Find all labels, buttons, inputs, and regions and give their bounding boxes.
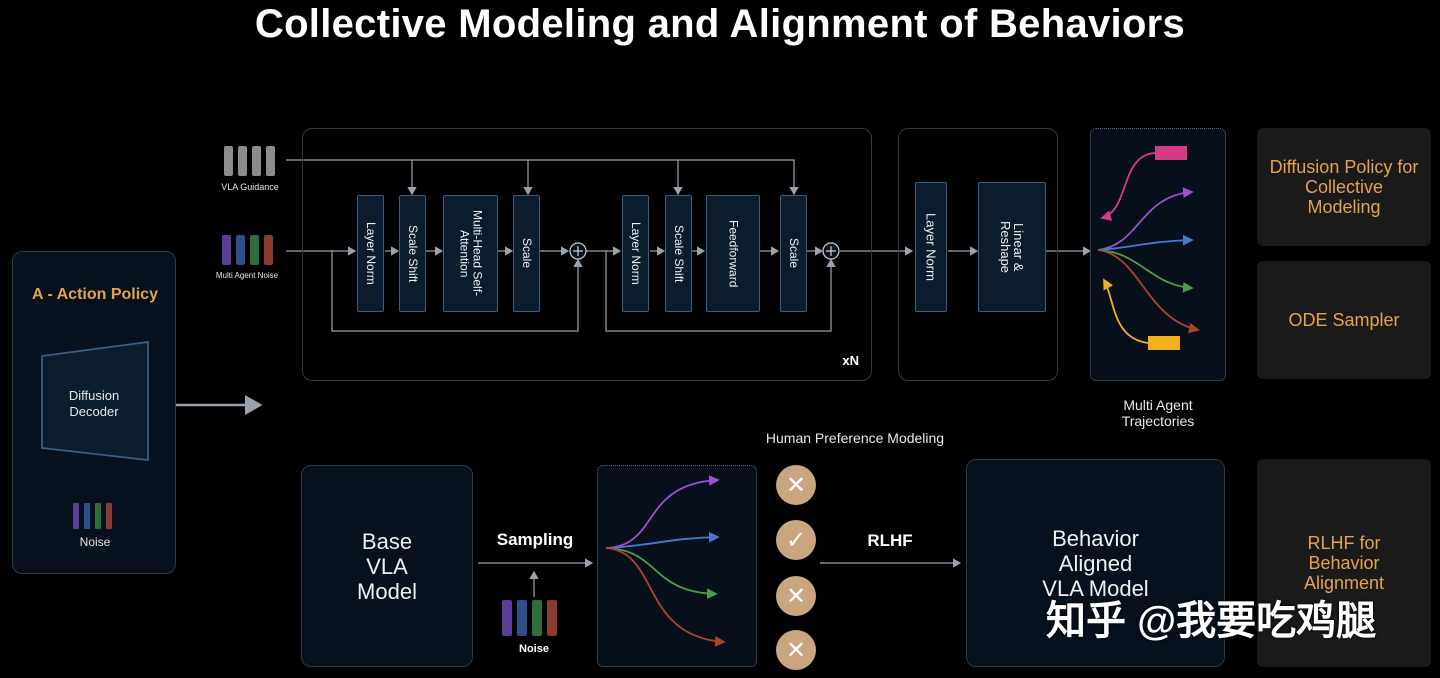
action-policy-title: A - Action Policy xyxy=(32,286,158,303)
rlhf-alignment-label: RLHF for Behavior Alignment xyxy=(1257,459,1431,667)
noise-label-bottom: Noise xyxy=(519,643,549,655)
noise-label-left: Noise xyxy=(79,535,111,549)
page-title: Collective Modeling and Alignment of Beh… xyxy=(254,2,1186,46)
watermark: 知乎 @我要吃鸡腿 xyxy=(1046,599,1377,643)
vla-guidance-label: VLA Guidance xyxy=(221,182,279,192)
linear-reshape: Linear & Reshape xyxy=(978,182,1046,312)
vla-guidance-bars xyxy=(224,146,275,176)
transformer-block: xN xyxy=(302,128,872,381)
sampled-trajectories-panel xyxy=(597,465,757,667)
scale-1: Scale xyxy=(513,195,540,312)
trajectories-panel xyxy=(1090,128,1226,381)
multi-agent-noise-bars xyxy=(222,235,273,265)
scale-2: Scale xyxy=(780,195,807,312)
decoder-label: Diffusion Decoder xyxy=(68,388,120,419)
multi-agent-noise-label: Multi Agent Noise xyxy=(215,271,279,280)
reject-icon: ✕ xyxy=(776,465,816,505)
ode-sampler-label: ODE Sampler xyxy=(1257,261,1431,379)
reject-icon: ✕ xyxy=(776,576,816,616)
human-preference-label: Human Preference Modeling xyxy=(765,430,945,446)
layer-norm-2: Layer Norm xyxy=(622,195,649,312)
trajectories-label: Multi Agent Trajectories xyxy=(1121,397,1195,429)
output-layer-norm: Layer Norm xyxy=(915,182,947,312)
behavior-aligned-model: Behavior Aligned VLA Model xyxy=(966,459,1225,667)
rlhf-label: RLHF xyxy=(867,531,913,550)
noise-bars-bottom xyxy=(502,600,557,636)
reject-icon: ✕ xyxy=(776,630,816,670)
accept-icon: ✓ xyxy=(776,520,816,560)
multi-head-attention: Multi-Head Self-Attention xyxy=(443,195,498,312)
output-block xyxy=(898,128,1058,381)
layer-norm-1: Layer Norm xyxy=(357,195,384,312)
feedforward: Feedforward xyxy=(706,195,760,312)
base-vla-model: Base VLA Model xyxy=(301,465,473,667)
sampling-label: Sampling xyxy=(496,530,574,549)
noise-bars-left xyxy=(73,503,112,529)
repeat-label: xN xyxy=(842,353,859,368)
diffusion-policy-label: Diffusion Policy for Collective Modeling xyxy=(1257,128,1431,246)
scale-shift-2: Scale Shift xyxy=(665,195,692,312)
scale-shift-1: Scale Shift xyxy=(399,195,426,312)
